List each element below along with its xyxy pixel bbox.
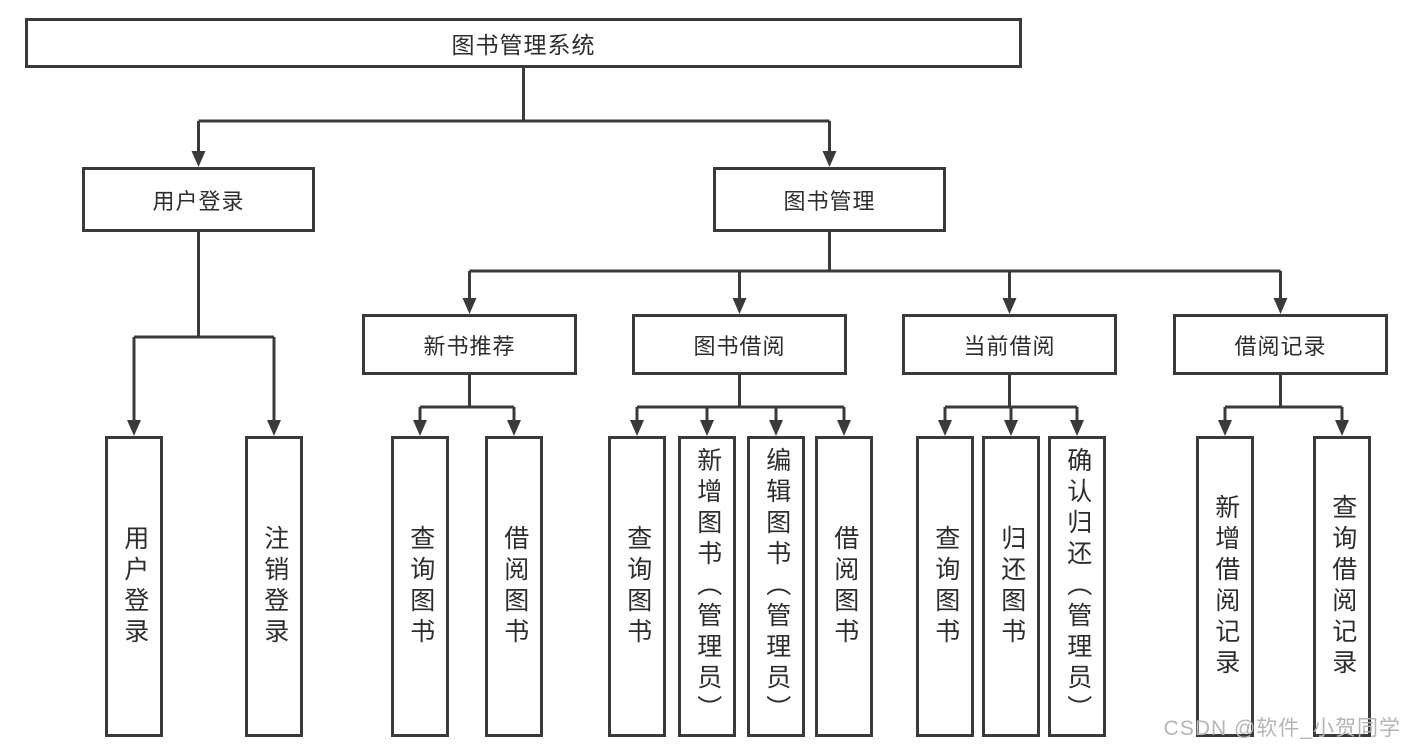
leaf-label: 确认归还（管理员）: [1063, 447, 1092, 726]
leaf-logout: 注销登录: [245, 436, 303, 737]
leaf-add-books-admin: 新增图书（管理员）: [678, 436, 736, 737]
leaf-query-books-recommend: 查询图书: [391, 436, 449, 737]
leaf-label: 查询借阅记录: [1328, 493, 1357, 680]
leaf-add-borrow-record: 新增借阅记录: [1196, 436, 1254, 737]
node-book-borrowing: 图书借阅: [632, 314, 847, 375]
arrowhead-icon: [191, 151, 206, 167]
arrowhead-icon: [938, 420, 952, 436]
leaf-label: 查询图书: [406, 524, 435, 649]
leaf-label: 归还图书: [997, 524, 1026, 649]
node-current-borrowing: 当前借阅: [902, 314, 1117, 375]
leaf-label: 查询图书: [623, 524, 652, 649]
arrowhead-icon: [732, 298, 747, 314]
leaf-label: 编辑图书（管理员）: [762, 447, 791, 726]
leaf-label: 新增借阅记录: [1211, 493, 1240, 680]
leaf-confirm-return-admin: 确认归还（管理员）: [1048, 436, 1106, 737]
node-borrowing-records: 借阅记录: [1173, 314, 1388, 375]
leaf-edit-books-admin: 编辑图书（管理员）: [747, 436, 805, 737]
arrowhead-icon: [413, 420, 427, 436]
leaf-query-borrow-record: 查询借阅记录: [1313, 436, 1371, 737]
arrowhead-icon: [1218, 420, 1232, 436]
leaf-label: 用户登录: [120, 524, 149, 649]
arrowhead-icon: [1070, 420, 1084, 436]
node-library-management-system: 图书管理系统: [25, 18, 1022, 68]
leaf-label: 新增图书（管理员）: [693, 447, 722, 726]
node-new-book-recommend: 新书推荐: [362, 314, 577, 375]
leaf-query-books-borrow: 查询图书: [608, 436, 666, 737]
arrowhead-icon: [769, 420, 783, 436]
leaf-label: 注销登录: [260, 524, 289, 649]
arrowhead-icon: [1004, 420, 1018, 436]
leaf-label: 借阅图书: [830, 524, 859, 649]
leaf-query-books-current: 查询图书: [916, 436, 974, 737]
arrowhead-icon: [267, 420, 281, 436]
leaf-borrow-books-recommend: 借阅图书: [485, 436, 543, 737]
arrowhead-icon: [462, 298, 477, 314]
node-book-management: 图书管理: [713, 167, 946, 232]
arrowhead-icon: [837, 420, 851, 436]
arrowhead-icon: [700, 420, 714, 436]
arrowhead-icon: [127, 420, 141, 436]
leaf-user-login: 用户登录: [105, 436, 163, 737]
arrowhead-icon: [630, 420, 644, 436]
leaf-return-books: 归还图书: [982, 436, 1040, 737]
arrowhead-icon: [507, 420, 521, 436]
leaf-label: 查询图书: [931, 524, 960, 649]
arrowhead-icon: [822, 151, 837, 167]
arrowhead-icon: [1273, 298, 1288, 314]
node-user-login: 用户登录: [82, 167, 315, 232]
leaf-borrow-books: 借阅图书: [815, 436, 873, 737]
arrowhead-icon: [1002, 298, 1017, 314]
leaf-label: 借阅图书: [500, 524, 529, 649]
arrowhead-icon: [1335, 420, 1349, 436]
csdn-watermark: CSDN @软件_小贺同学: [1163, 717, 1401, 740]
